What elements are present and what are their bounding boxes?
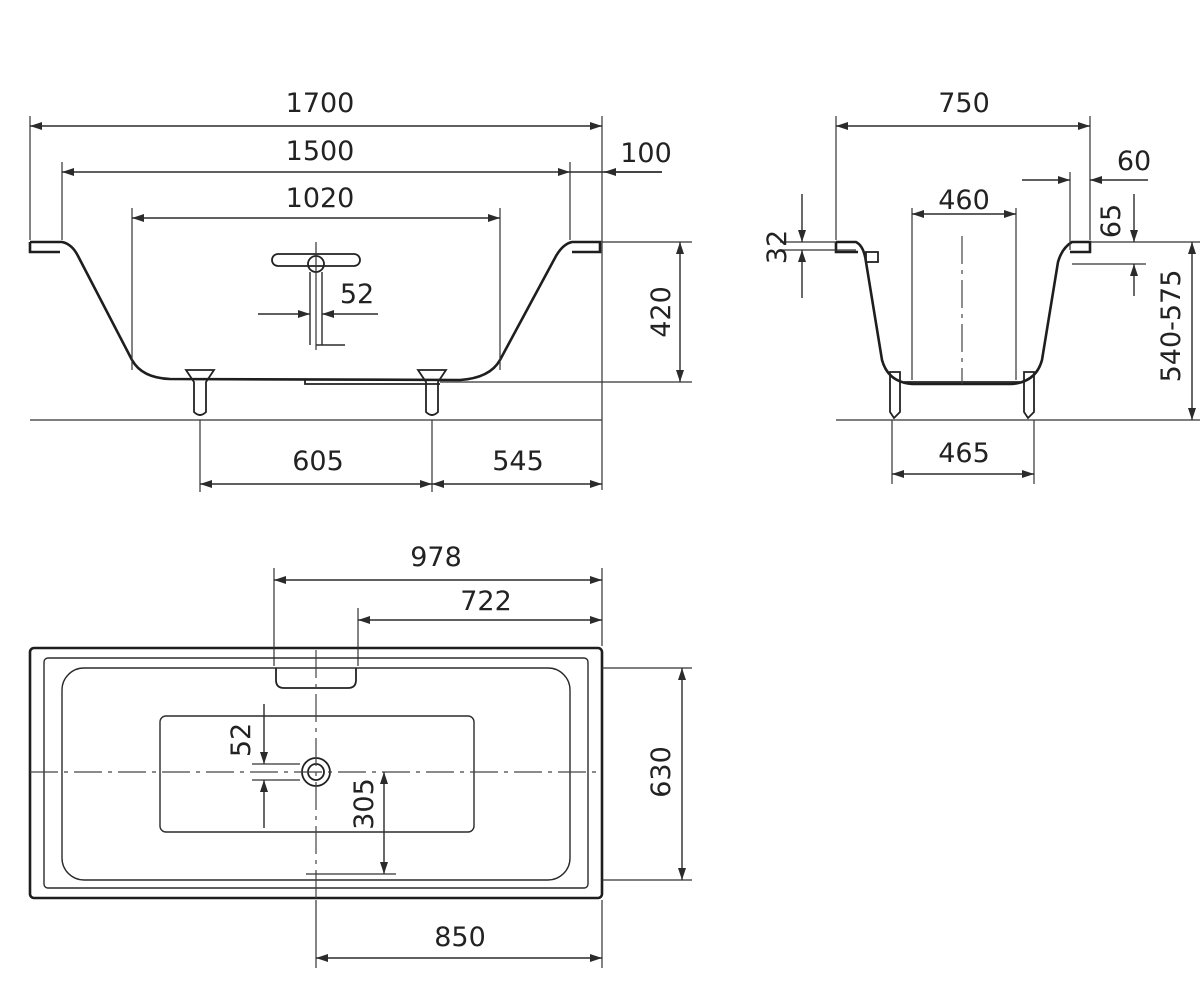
label-65: 65 (1096, 204, 1127, 238)
label-32: 32 (762, 230, 793, 264)
plan-view: 978 722 52 305 630 850 (28, 542, 692, 968)
label-465: 465 (938, 438, 990, 469)
side-foot-left (184, 369, 216, 416)
label-850: 850 (434, 922, 486, 953)
end-view: 750 60 460 32 65 540-575 465 (762, 88, 1200, 484)
end-tub-outline (836, 240, 1092, 386)
end-overflow-stub (865, 251, 879, 263)
label-305: 305 (349, 778, 380, 830)
side-tub-outline (30, 240, 602, 382)
label-52-side: 52 (340, 279, 374, 310)
label-420: 420 (646, 286, 677, 338)
end-rim-left (834, 242, 858, 254)
side-rim-left (28, 242, 60, 254)
label-540-575: 540-575 (1156, 270, 1187, 383)
plan-bottom-area (159, 715, 475, 833)
label-978: 978 (410, 542, 462, 573)
plan-extension-lines (252, 568, 692, 968)
label-52-plan: 52 (226, 723, 257, 757)
side-bottom-plate (304, 380, 440, 385)
label-1020: 1020 (286, 183, 355, 214)
label-630: 630 (646, 746, 677, 798)
label-605: 605 (292, 446, 344, 477)
label-545: 545 (492, 446, 544, 477)
label-460: 460 (938, 185, 990, 216)
label-100: 100 (620, 138, 672, 169)
label-750: 750 (938, 88, 990, 119)
side-foot-right (416, 369, 448, 416)
label-1500: 1500 (286, 136, 355, 167)
overflow-pipe (309, 272, 345, 346)
side-extension-lines (29, 116, 692, 492)
label-60: 60 (1117, 146, 1151, 177)
label-722: 722 (460, 586, 512, 617)
side-view: 1700 1500 100 1020 52 420 605 545 (28, 88, 692, 492)
label-1700: 1700 (286, 88, 355, 119)
